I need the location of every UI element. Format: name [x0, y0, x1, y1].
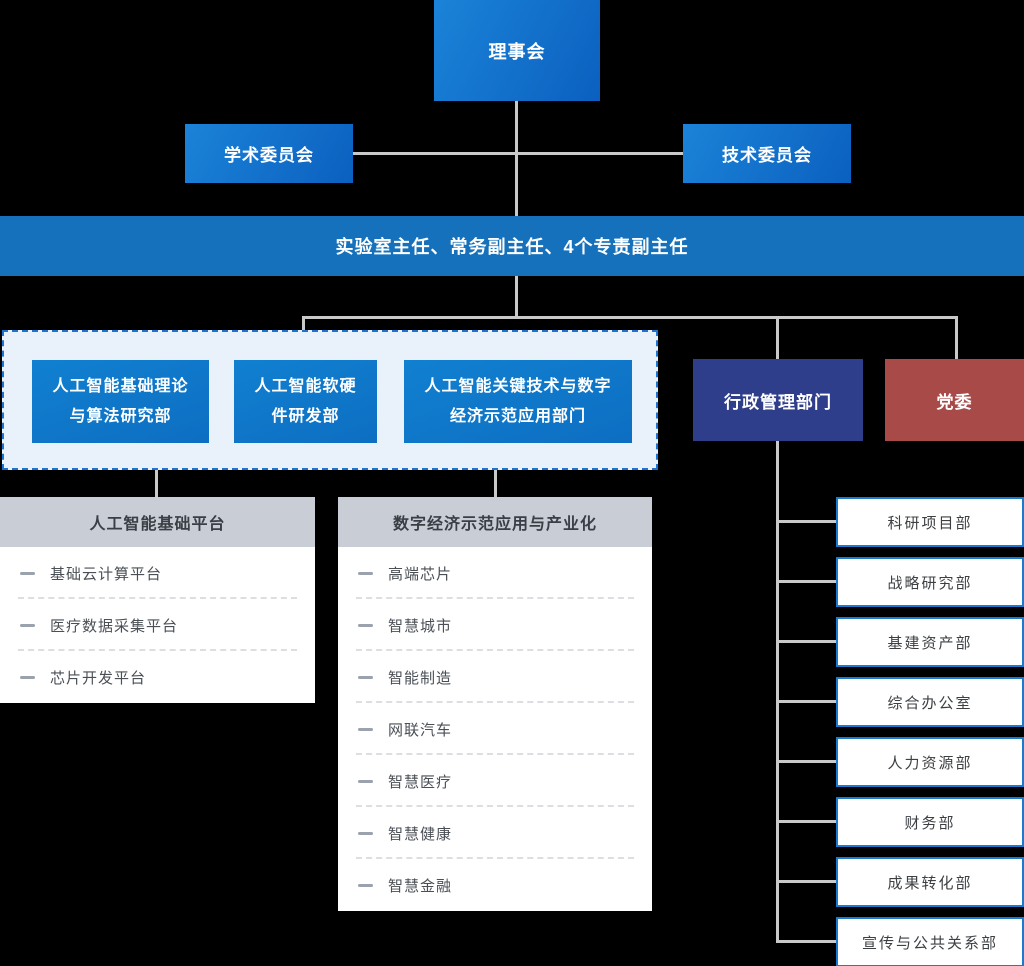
node-admin-management-dept: 行政管理部门	[693, 359, 863, 441]
division-label-line1: 人工智能软硬	[254, 377, 357, 395]
division-label-line1: 人工智能基础理论	[52, 377, 189, 395]
list-item-label: 基础云计算平台	[50, 565, 163, 583]
list-item-label: 高端芯片	[388, 565, 453, 583]
dash-icon	[20, 623, 35, 627]
connector-bar-down	[515, 276, 518, 319]
list-item-label: 芯片开发平台	[50, 669, 147, 687]
list-item: 高端芯片	[338, 547, 652, 599]
connector-stub-2	[776, 580, 836, 583]
node-dept-public-relations: 宣传与公共关系部	[836, 917, 1024, 966]
connector-drop-admin	[776, 316, 779, 359]
dash-icon	[20, 571, 35, 575]
connector-drop-panel1	[155, 468, 158, 498]
node-technical-committee: 技术委员会	[683, 124, 851, 183]
division-label-line1: 人工智能关键技术与数字	[424, 377, 612, 395]
node-dept-strategy-research: 战略研究部	[836, 557, 1024, 607]
list-item: 智慧医疗	[338, 755, 652, 807]
connector-stub-7	[776, 880, 836, 883]
list-item-label: 智慧城市	[388, 617, 453, 635]
list-item-label: 智能制造	[388, 669, 453, 687]
dash-icon	[358, 623, 373, 627]
list-item-label: 医疗数据采集平台	[50, 617, 179, 635]
panel-title: 人工智能基础平台	[0, 497, 315, 547]
node-board-of-directors: 理事会	[434, 0, 600, 101]
connector-drop-panel2	[494, 468, 497, 498]
dash-icon	[358, 883, 373, 887]
panel-digital-economy: 数字经济示范应用与产业化 高端芯片 智慧城市 智能制造 网联汽车 智慧医疗 智慧…	[338, 497, 652, 911]
list-item: 基础云计算平台	[0, 547, 315, 599]
list-item-label: 网联汽车	[388, 721, 453, 739]
connector-stub-5	[776, 760, 836, 763]
connector-stub-3	[776, 640, 836, 643]
connector-committees	[353, 152, 683, 155]
node-dept-infrastructure: 基建资产部	[836, 617, 1024, 667]
node-academic-committee: 学术委员会	[185, 124, 353, 183]
dash-icon	[358, 779, 373, 783]
list-item-label: 智慧金融	[388, 877, 453, 895]
connector-horizontal-row4	[302, 316, 958, 319]
node-leadership-bar: 实验室主任、常务副主任、4个专责副主任	[0, 216, 1024, 276]
node-dept-general-office: 综合办公室	[836, 677, 1024, 727]
dash-icon	[358, 571, 373, 575]
list-item: 智慧金融	[338, 859, 652, 911]
connector-drop-party	[955, 316, 958, 359]
panel-ai-basic-platform: 人工智能基础平台 基础云计算平台 医疗数据采集平台 芯片开发平台	[0, 497, 315, 703]
connector-stub-1	[776, 520, 836, 523]
node-dept-achievements: 成果转化部	[836, 857, 1024, 907]
connector-stub-6	[776, 820, 836, 823]
node-dept-research-projects: 科研项目部	[836, 497, 1024, 547]
node-research-division-3: 人工智能关键技术与数字 经济示范应用部门	[404, 360, 632, 443]
connector-stub-8	[776, 940, 836, 943]
dash-icon	[358, 675, 373, 679]
list-item-label: 智慧医疗	[388, 773, 453, 791]
division-label-line2: 与算法研究部	[69, 407, 172, 425]
list-item: 网联汽车	[338, 703, 652, 755]
connector-stub-4	[776, 700, 836, 703]
connector-drop-research	[302, 316, 305, 331]
dash-icon	[358, 727, 373, 731]
list-item: 医疗数据采集平台	[0, 599, 315, 651]
list-item: 智慧城市	[338, 599, 652, 651]
list-item-label: 智慧健康	[388, 825, 453, 843]
node-dept-human-resources: 人力资源部	[836, 737, 1024, 787]
list-item: 智慧健康	[338, 807, 652, 859]
list-item: 智能制造	[338, 651, 652, 703]
research-divisions-group: 人工智能基础理论 与算法研究部 人工智能软硬 件研发部 人工智能关键技术与数字 …	[2, 330, 658, 470]
node-party-committee: 党委	[885, 359, 1024, 441]
connector-board-to-bar	[515, 101, 518, 216]
division-label-line2: 件研发部	[271, 407, 340, 425]
dash-icon	[20, 675, 35, 679]
node-dept-finance: 财务部	[836, 797, 1024, 847]
division-label-line2: 经济示范应用部门	[449, 407, 586, 425]
connector-admin-spine	[776, 441, 779, 942]
panel-title: 数字经济示范应用与产业化	[338, 497, 652, 547]
node-research-division-2: 人工智能软硬 件研发部	[234, 360, 377, 443]
node-research-division-1: 人工智能基础理论 与算法研究部	[32, 360, 209, 443]
list-item: 芯片开发平台	[0, 651, 315, 703]
dash-icon	[358, 831, 373, 835]
